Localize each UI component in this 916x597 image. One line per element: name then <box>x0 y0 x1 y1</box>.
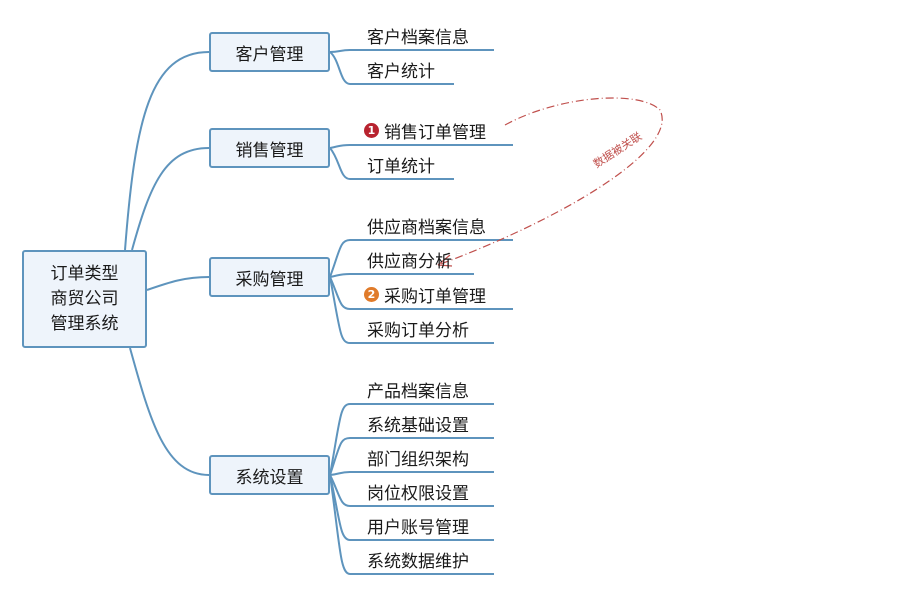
root-node[interactable]: 订单类型 商贸公司 管理系统 <box>22 250 147 348</box>
connector-purchase-1 <box>329 239 513 278</box>
connector-settings-3 <box>329 471 494 476</box>
connector-root-purchase <box>146 276 210 291</box>
branch-purchase[interactable]: 采购管理 <box>209 257 330 297</box>
connector-purchase-3 <box>329 276 513 310</box>
leaf-label: 客户统计 <box>367 61 435 82</box>
leaf-supplier-analysis[interactable]: 供应商分析 <box>367 247 452 272</box>
leaf-label: 系统基础设置 <box>367 415 469 436</box>
leaf-label: 订单统计 <box>367 156 435 177</box>
leaf-customer-stats[interactable]: 客户统计 <box>367 57 435 82</box>
root-line-2: 商贸公司 <box>50 288 119 309</box>
leaf-system-basic-settings[interactable]: 系统基础设置 <box>367 411 469 436</box>
connector-settings-6 <box>329 474 494 575</box>
leaf-purchase-order-analysis[interactable]: 采购订单分析 <box>367 316 469 341</box>
connector-customer-2 <box>329 51 454 85</box>
connector-root-customer <box>124 51 210 251</box>
leaf-label: 销售订单管理 <box>384 122 486 143</box>
leaf-label: 产品档案信息 <box>367 381 469 402</box>
relation-arrowhead <box>437 254 453 267</box>
root-line-3: 管理系统 <box>50 313 119 334</box>
connector-purchase-4 <box>329 276 494 344</box>
leaf-department-structure[interactable]: 部门组织架构 <box>367 445 469 470</box>
leaf-product-archive[interactable]: 产品档案信息 <box>367 377 469 402</box>
leaf-order-stats[interactable]: 订单统计 <box>367 152 435 177</box>
branch-settings[interactable]: 系统设置 <box>209 455 330 495</box>
connector-sales-1 <box>329 144 513 149</box>
leaf-label: 采购订单分析 <box>367 320 469 341</box>
leaf-customer-archive[interactable]: 客户档案信息 <box>367 23 469 48</box>
leaf-label: 系统数据维护 <box>367 551 469 572</box>
connector-root-settings <box>129 347 210 476</box>
connector-settings-1 <box>329 403 494 476</box>
leaf-label: 客户档案信息 <box>367 27 469 48</box>
connector-settings-5 <box>329 474 494 541</box>
leaf-label: 部门组织架构 <box>367 449 469 470</box>
connector-root-sales <box>131 147 210 251</box>
priority-2-icon: 2 <box>364 286 379 302</box>
connector-purchase-2 <box>329 273 474 278</box>
leaf-label: 用户账号管理 <box>367 517 469 538</box>
leaf-supplier-archive[interactable]: 供应商档案信息 <box>367 213 486 238</box>
connector-settings-4 <box>329 474 494 507</box>
leaf-sales-order-mgmt[interactable]: 1 销售订单管理 <box>364 118 486 143</box>
branch-customer[interactable]: 客户管理 <box>209 32 330 72</box>
branch-sales[interactable]: 销售管理 <box>209 128 330 168</box>
root-line-1: 订单类型 <box>50 263 119 284</box>
leaf-label: 岗位权限设置 <box>367 483 469 504</box>
relation-curve <box>437 97 663 266</box>
leaf-position-permissions[interactable]: 岗位权限设置 <box>367 479 469 504</box>
leaf-label: 供应商档案信息 <box>367 217 486 238</box>
leaf-system-data-maintenance[interactable]: 系统数据维护 <box>367 547 469 572</box>
connector-sales-2 <box>329 147 454 180</box>
leaf-label: 采购订单管理 <box>384 286 486 307</box>
leaf-label: 供应商分析 <box>367 251 452 272</box>
leaf-purchase-order-mgmt[interactable]: 2 采购订单管理 <box>364 282 486 307</box>
connector-customer-1 <box>329 49 494 53</box>
connector-settings-2 <box>329 437 494 476</box>
leaf-user-account-mgmt[interactable]: 用户账号管理 <box>367 513 469 538</box>
priority-1-icon: 1 <box>364 122 379 138</box>
